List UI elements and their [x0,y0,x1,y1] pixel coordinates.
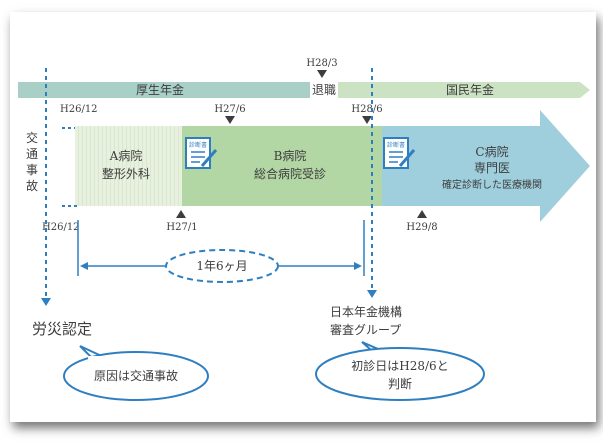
bubble-right-text-2: 判断 [388,376,412,391]
retirement-date: H28/3 [306,58,337,69]
timeline-diagram: 厚生年金 国民年金 H28/3 退職 H26/12 H27/6 H28/6 A病… [18,58,590,401]
duration-arrow-right [354,262,362,270]
h28-arrow-head [367,290,377,298]
hospital-a-block [75,126,182,206]
hospital-c-name: C病院 [475,144,508,159]
pension-org-line1: 日本年金機構 [330,304,402,319]
hospital-c-arrow [382,110,590,222]
accident-date-top: H26/12 [60,104,98,115]
diagram-card: 厚生年金 国民年金 H28/3 退職 H26/12 H27/6 H28/6 A病… [10,12,596,422]
national-pension-label: 国民年金 [446,82,494,97]
retirement-marker [317,70,327,78]
hospital-b-dept: 総合病院受診 [254,166,326,181]
retirement-label: 退職 [312,83,336,97]
employee-pension-bar [18,82,310,98]
marker-h27-1-arrow [176,210,186,218]
employee-pension-label: 厚生年金 [136,82,184,97]
document-icon-label: 診断書 [387,141,405,149]
rousai-label: 労災認定 [32,320,92,338]
document-icon-label: 診断書 [189,141,207,149]
hospital-a-dept: 整形外科 [102,166,150,181]
hospital-b-name: B病院 [274,148,307,163]
marker-h27-6: H27/6 [214,104,245,115]
accident-date-bottom: H26/12 [42,222,80,233]
accident-char-3: 事 [26,163,38,177]
accident-arrow-head [41,298,51,306]
accident-char-1: 交 [26,130,38,145]
duration-label: 1年6ヶ月 [196,259,247,273]
duration-ellipse [165,249,279,283]
hospital-c-note: 確定診断した医療機関 [442,178,542,191]
bubble-right [315,341,485,401]
bubble-left [63,345,209,401]
marker-h27-1: H27/1 [166,222,197,233]
marker-h28-6: H28/6 [351,104,382,115]
marker-h29-8-arrow [417,210,427,218]
hospital-a-name: A病院 [109,148,143,163]
marker-h28-6-arrow [362,116,372,124]
accident-char-4: 故 [26,178,38,193]
pension-org-line2: 審査グループ [330,322,401,337]
hospital-b-block [182,126,382,206]
duration-arrow-left [80,262,88,270]
marker-h27-6-arrow [225,116,235,124]
retirement-gap [310,82,338,98]
marker-h29-8: H29/8 [406,222,437,233]
national-pension-bar [338,82,590,98]
bubble-right-text-1: 初診日はH28/6と [351,358,448,373]
accident-char-2: 通 [26,147,38,161]
document-icon: 診断書 [383,137,416,169]
hospital-c-dept: 専門医 [474,161,510,175]
bubble-left-text: 原因は交通事故 [94,368,178,383]
document-icon: 診断書 [185,137,218,169]
